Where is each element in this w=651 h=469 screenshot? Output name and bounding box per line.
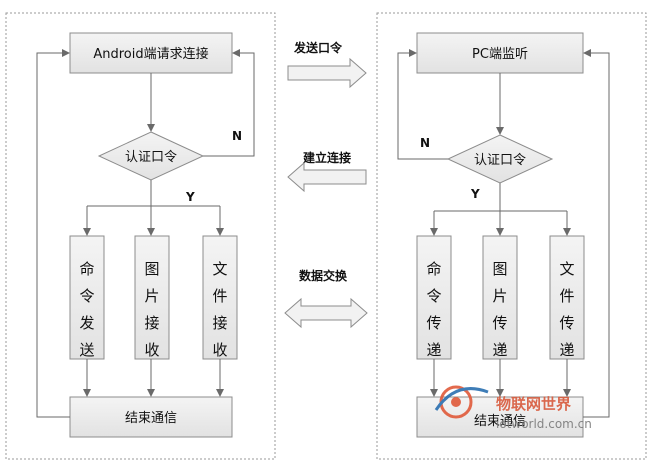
pc-branch-label-2: 图片传递 [492, 260, 507, 359]
watermark-logo-icon [434, 385, 489, 419]
pc-branch-label-3: 文件传递 [559, 260, 574, 359]
android-branch-label-2: 图片接收 [144, 260, 159, 359]
android-branch-box-2 [134, 235, 170, 360]
android-branch-box-1 [69, 235, 105, 360]
pc-yes-label: Y [470, 187, 480, 201]
android-end-box [69, 396, 233, 438]
pc-listen-label: PC端监听 [472, 47, 528, 62]
pc-end-label: 结束通信 [474, 414, 526, 429]
android-branch-label-1: 命令发送 [79, 260, 94, 359]
pc-verify-label: 认证口令 [474, 153, 526, 168]
send-password-label: 发送口令 [293, 40, 343, 55]
android-flow: Android端请求连接 认证口令 N Y 命令发送 图片接收 文件接收 结束通… [36, 32, 255, 438]
watermark: 物联网世界 iotworld.com.cn [434, 385, 592, 431]
pc-branch-box-2 [482, 235, 518, 360]
pc-flow: PC端监听 认证口令 N Y 命令传递 图片传递 文件传递 结束通信 [397, 32, 610, 438]
pc-end-box [416, 396, 584, 438]
pc-branch-box-3 [549, 235, 585, 360]
data-exchange-label: 数据交换 [299, 268, 348, 283]
pc-restart-loop [583, 49, 610, 418]
android-end-label: 结束通信 [125, 411, 177, 426]
android-branch-box-3 [202, 235, 238, 360]
android-yes-label: Y [185, 190, 195, 204]
pc-no-loop [397, 49, 448, 160]
establish-connection-label: 建立连接 [302, 150, 351, 165]
watermark-url: iotworld.com.cn [496, 417, 592, 431]
android-verify-label: 认证口令 [125, 150, 177, 165]
pc-branch-label-1: 命令传递 [426, 260, 441, 359]
android-restart-loop [36, 49, 70, 418]
pc-container [376, 12, 647, 460]
establish-connection-arrow [287, 161, 367, 193]
pc-listen-box [416, 32, 584, 74]
data-exchange-arrow [284, 297, 368, 329]
android-request-label: Android端请求连接 [93, 46, 208, 62]
pc-branch-box-1 [416, 235, 452, 360]
android-no-label: N [232, 129, 242, 143]
android-branch-label-3: 文件接收 [212, 260, 227, 359]
exchange-area: 发送口令 建立连接 数据交换 [284, 40, 368, 329]
android-container [5, 12, 276, 460]
pc-no-label: N [420, 136, 430, 150]
watermark-name: 物联网世界 [496, 395, 571, 413]
android-no-loop [203, 49, 255, 157]
send-password-arrow [287, 57, 367, 89]
